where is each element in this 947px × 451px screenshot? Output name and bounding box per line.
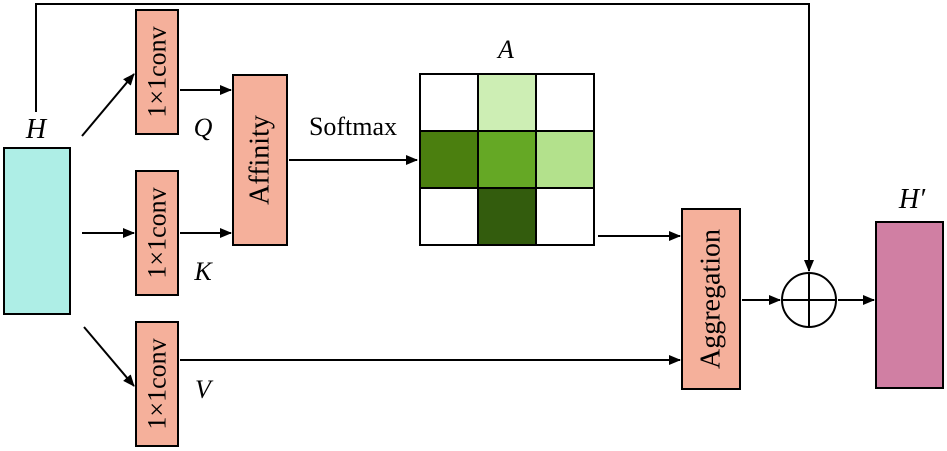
q-label: Q bbox=[194, 113, 213, 142]
attention-cell bbox=[535, 187, 595, 246]
h-to-conv-q-arrow bbox=[81, 73, 135, 137]
v-label: V bbox=[195, 375, 214, 404]
circle-plus-icon bbox=[781, 272, 837, 328]
conv-q-block: 1×1conv bbox=[135, 9, 179, 135]
conv-k-label: 1×1conv bbox=[143, 187, 172, 278]
affinity-label: Affinity bbox=[245, 115, 276, 205]
conv-k-block: 1×1conv bbox=[135, 170, 179, 296]
input-label: H bbox=[25, 114, 48, 145]
k-label: K bbox=[193, 257, 213, 286]
attention-cell bbox=[419, 130, 479, 189]
attention-cell bbox=[535, 73, 595, 132]
conv-v-label: 1×1conv bbox=[143, 338, 172, 429]
attention-cell bbox=[477, 73, 537, 132]
output-feature-block bbox=[875, 221, 944, 389]
output-label: H′ bbox=[898, 184, 926, 215]
affinity-block: Affinity bbox=[232, 74, 288, 246]
attention-cell bbox=[535, 130, 595, 189]
connector-arrows bbox=[35, 3, 875, 387]
aggregation-label: Aggregation bbox=[696, 229, 727, 369]
attention-cell bbox=[419, 187, 479, 246]
conv-v-block: 1×1conv bbox=[135, 321, 179, 447]
attention-cell bbox=[419, 73, 479, 132]
attention-map-label: A bbox=[496, 35, 514, 64]
conv-q-label: 1×1conv bbox=[143, 26, 172, 117]
softmax-label: Softmax bbox=[309, 112, 397, 141]
attention-cell bbox=[477, 130, 537, 189]
attention-map-grid bbox=[419, 73, 595, 246]
attention-cell bbox=[477, 187, 537, 246]
skip-connection-arrow bbox=[35, 3, 814, 272]
input-feature-block bbox=[3, 147, 71, 315]
h-to-conv-v-arrow bbox=[83, 326, 135, 387]
aggregation-block: Aggregation bbox=[681, 208, 741, 390]
